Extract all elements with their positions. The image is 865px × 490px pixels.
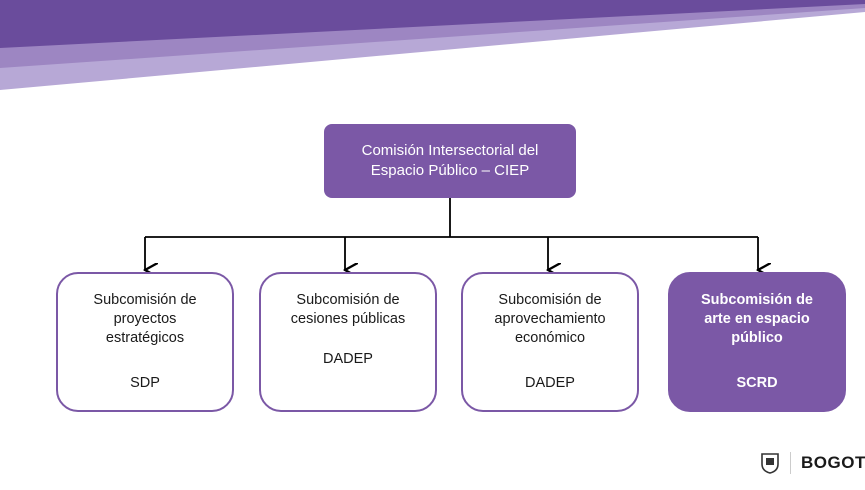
subcommission-box-1: Subcomisión de proyectos estratégicos SD… bbox=[56, 272, 234, 412]
sub-1-line-1: Subcomisión de bbox=[93, 292, 197, 308]
brand-wordmark: BOGOTA bbox=[801, 453, 865, 472]
footer-logo: BOGOTA bbox=[760, 452, 865, 474]
footer-divider bbox=[790, 452, 791, 474]
sub-2-code: DADEP bbox=[323, 351, 373, 367]
subcommission-box-2: Subcomisión de cesiones públicas DADEP bbox=[259, 272, 437, 412]
sub-1-code: SDP bbox=[130, 375, 160, 391]
sub-3-line-2: aprovechamiento bbox=[494, 311, 606, 327]
sub-3-code: DADEP bbox=[525, 375, 575, 391]
sub-4-line-3: público bbox=[731, 330, 783, 346]
header-banner bbox=[0, 0, 865, 90]
crest-icon bbox=[761, 453, 779, 474]
sub-1-line-3: estratégicos bbox=[105, 330, 185, 346]
sub-2-line-1: Subcomisión de bbox=[296, 292, 400, 308]
sub-1-line-2: proyectos bbox=[113, 311, 177, 327]
sub-3-line-1: Subcomisión de bbox=[498, 292, 602, 308]
sub-2-line-2: cesiones públicas bbox=[290, 311, 406, 327]
root-line-1: Comisión Intersectorial del bbox=[361, 142, 539, 159]
subcommission-box-4: Subcomisión de arte en espacio público S… bbox=[668, 272, 846, 412]
sub-4-code: SCRD bbox=[736, 375, 778, 391]
sub-4-line-1: Subcomisión de bbox=[701, 292, 813, 308]
root-line-2: Espacio Público – CIEP bbox=[370, 162, 530, 179]
subcommission-box-3: Subcomisión de aprovechamiento económico… bbox=[461, 272, 639, 412]
sub-4-line-2: arte en espacio bbox=[704, 311, 810, 327]
commission-root-box: Comisión Intersectorial del Espacio Públ… bbox=[324, 124, 576, 198]
sub-3-line-3: económico bbox=[514, 330, 586, 346]
